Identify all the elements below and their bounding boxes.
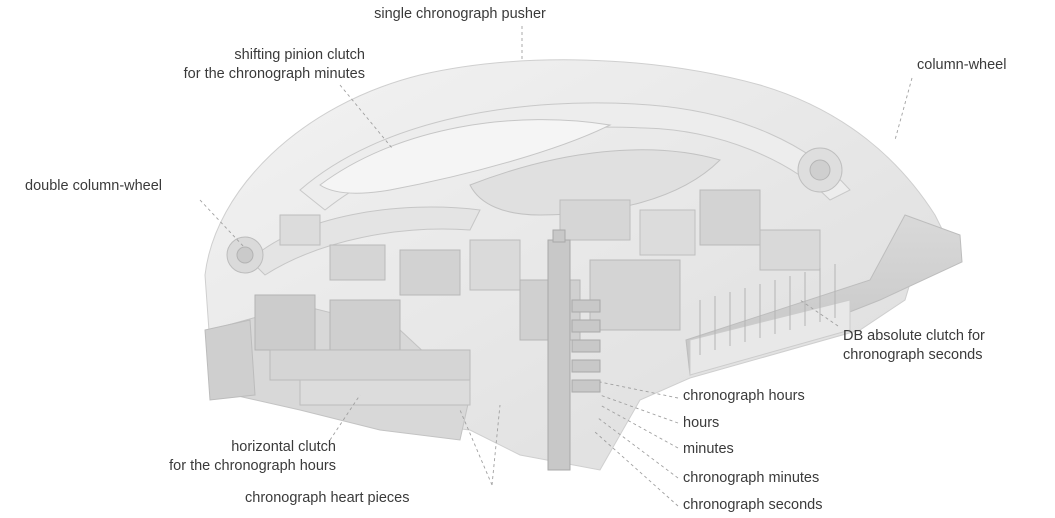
label-column-wheel: column-wheel [917, 56, 1006, 75]
label-shifting-pinion-clutch: shifting pinion clutch for the chronogra… [110, 46, 365, 84]
label-horizontal-clutch: horizontal clutch for the chronograph ho… [110, 438, 336, 476]
leader-column-wheel [895, 78, 912, 140]
label-db-absolute-clutch: DB absolute clutch for chronograph secon… [843, 327, 985, 365]
label-chronograph-heart-pieces: chronograph heart pieces [245, 489, 409, 508]
label-minutes: minutes [683, 440, 734, 459]
left-edge [205, 320, 255, 400]
label-chronograph-minutes: chronograph minutes [683, 469, 819, 488]
label-hours: hours [683, 414, 719, 433]
watch-movement-illustration [205, 60, 962, 470]
label-single-chronograph-pusher: single chronograph pusher [300, 5, 620, 24]
label-chronograph-seconds: chronograph seconds [683, 496, 822, 515]
label-double-column-wheel: double column-wheel [25, 177, 162, 196]
label-chronograph-hours: chronograph hours [683, 387, 805, 406]
